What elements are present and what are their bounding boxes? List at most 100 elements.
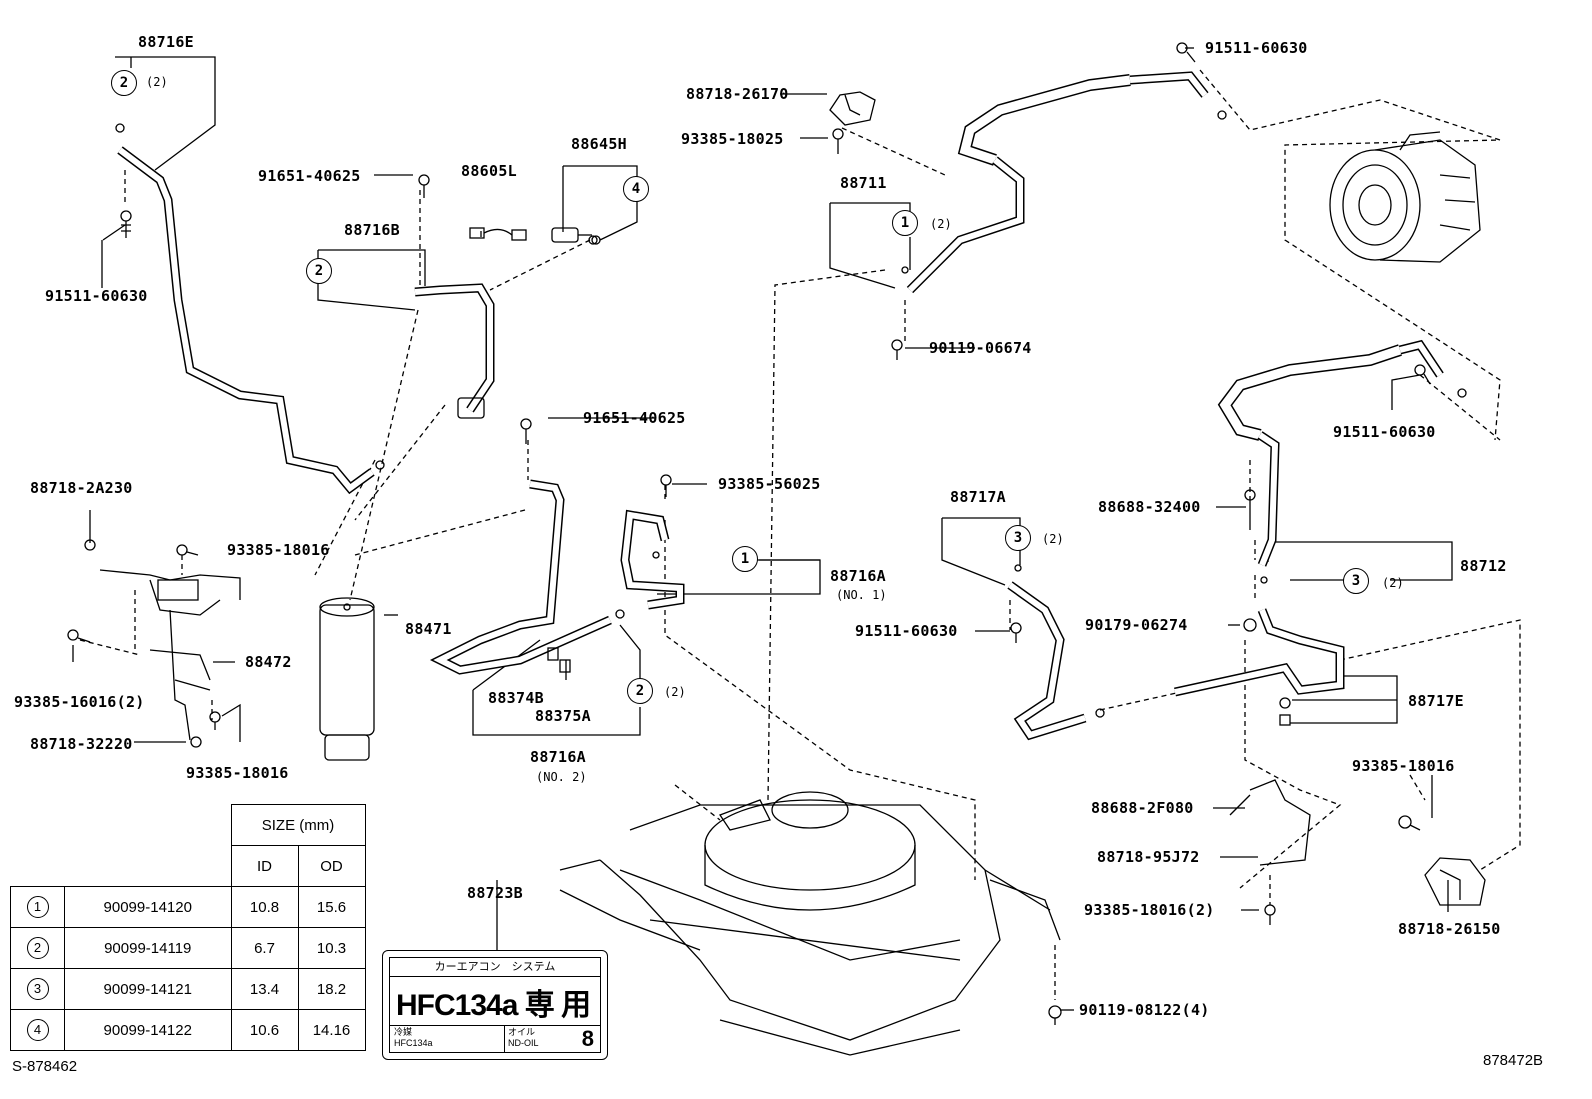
label-88723B: 88723B <box>467 884 523 902</box>
ref-4: 4 <box>26 1019 49 1041</box>
oil-value: ND-OIL <box>508 1038 539 1048</box>
col-od: OD <box>297 845 366 887</box>
part-no: 90099-14121 <box>64 968 232 1010</box>
label-88374B: 88374B <box>488 689 544 707</box>
label-88716A-2: 88716A <box>530 748 586 766</box>
diagram-code-right: 878472B <box>1483 1052 1544 1069</box>
label-90179-06274: 90179-06274 <box>1085 616 1188 634</box>
ref-2: 2 <box>26 937 49 959</box>
label-93385-18025: 93385-18025 <box>681 130 784 148</box>
ref-1: 1 <box>26 896 49 918</box>
label-88645H: 88645H <box>571 135 627 153</box>
label-93385-56025: 93385-56025 <box>718 475 821 493</box>
callout-2b: 2 <box>306 258 332 284</box>
refrigerant-info: 冷媒 HFC134a <box>394 1027 433 1049</box>
label-91511-60630-d: 91511-60630 <box>855 622 958 640</box>
id-value: 13.4 <box>230 968 299 1010</box>
id-value: 10.8 <box>230 886 299 928</box>
label-88716B: 88716B <box>344 221 400 239</box>
label-88718-2A230: 88718-2A230 <box>30 479 133 497</box>
pipe-88712 <box>1217 339 1444 567</box>
oil-number: 8 <box>581 1026 594 1051</box>
callout-3b: 3 <box>1343 568 1369 594</box>
clamp-88718-26150 <box>1424 857 1486 906</box>
callout-1: 1 <box>892 210 918 236</box>
label-90119-08122: 90119-08122(4) <box>1079 1001 1210 1019</box>
id-value: 6.7 <box>230 927 299 969</box>
part-no: 90099-14119 <box>64 927 232 969</box>
refrigerant-label-plate: カーエアコン システム HFC134a 専 用 冷媒 HFC134a オイル N… <box>382 950 608 1060</box>
table-row: 1 90099-14120 10.8 15.6 <box>10 886 366 928</box>
sensor-88645H <box>551 227 601 245</box>
table-row: 4 90099-14122 10.6 14.16 <box>10 1009 366 1051</box>
callout-3: 3 <box>1005 525 1031 551</box>
label-88471: 88471 <box>405 620 452 638</box>
label-88472: 88472 <box>245 653 292 671</box>
od-value: 15.6 <box>297 886 366 928</box>
plate-main-text: HFC134a 専 用 <box>396 989 591 1022</box>
label-93385-18016-a: 93385-18016 <box>227 541 330 559</box>
label-91651-40625-a: 91651-40625 <box>258 167 361 185</box>
pipe-88716A-1 <box>620 509 685 610</box>
diagram-code-left: S-878462 <box>12 1058 78 1075</box>
label-88718-26170: 88718-26170 <box>686 85 789 103</box>
od-value: 14.16 <box>297 1009 366 1051</box>
od-value: 10.3 <box>297 927 366 969</box>
label-93385-18016-2: 93385-18016(2) <box>1084 901 1215 919</box>
plate-divider <box>504 1026 505 1052</box>
refrigerant-label: 冷媒 <box>394 1027 413 1037</box>
label-93385-18016-b: 93385-18016 <box>186 764 289 782</box>
oring-size-table: SIZE (mm) ID OD 1 90099-14120 10.8 15.6 … <box>10 804 366 1051</box>
bolts <box>67 42 1467 1025</box>
pipe-88717E <box>1174 608 1345 697</box>
label-88717A: 88717A <box>950 488 1006 506</box>
pipe-88716A-2 <box>429 479 612 675</box>
table-row: 3 90099-14121 13.4 18.2 <box>10 968 366 1010</box>
receiver-drier-88471 <box>319 597 375 761</box>
label-91651-40625-b: 91651-40625 <box>583 409 686 427</box>
col-id: ID <box>230 845 299 887</box>
od-value: 18.2 <box>297 968 366 1010</box>
label-93385-18016-c: 93385-18016 <box>1352 757 1455 775</box>
label-88688-32400: 88688-32400 <box>1098 498 1201 516</box>
oil-info: オイル ND-OIL <box>508 1027 539 1049</box>
label-90119-06674: 90119-06674 <box>929 339 1032 357</box>
label-88711: 88711 <box>840 174 887 192</box>
pipe-88717A <box>1007 581 1087 741</box>
label-88717E: 88717E <box>1408 692 1464 710</box>
assembly-dashes <box>79 69 1521 1000</box>
pipe-88716B <box>414 283 495 413</box>
callout-1b: 1 <box>732 546 758 572</box>
label-88716E: 88716E <box>138 33 194 51</box>
label-88718-32220: 88718-32220 <box>30 735 133 753</box>
plate-footer: 冷媒 HFC134a オイル ND-OIL 8 <box>390 1025 600 1052</box>
valve-88374B <box>547 647 571 673</box>
label-88688-2F080: 88688-2F080 <box>1091 799 1194 817</box>
harness-88605L <box>469 227 527 241</box>
compressor <box>1329 131 1481 263</box>
callout-4: 4 <box>623 176 649 202</box>
label-91511-60630-c: 91511-60630 <box>1333 423 1436 441</box>
bracket-88472 <box>99 569 241 741</box>
bracket-88718-95J72 <box>1229 779 1311 866</box>
qty-note: (2) <box>930 217 952 231</box>
callout-2c: 2 <box>627 678 653 704</box>
qty-note: (2) <box>1382 576 1404 590</box>
qty-note: (2) <box>664 685 686 699</box>
callout-2: 2 <box>111 70 137 96</box>
label-91511-60630-a: 91511-60630 <box>45 287 148 305</box>
size-header: SIZE (mm) <box>230 804 366 846</box>
clamp-88718-26170 <box>829 91 876 126</box>
label-91511-60630-b: 91511-60630 <box>1205 39 1308 57</box>
ref-3: 3 <box>26 978 49 1000</box>
label-88716A-1: 88716A <box>830 567 886 585</box>
part-no: 90099-14120 <box>64 886 232 928</box>
id-value: 10.6 <box>230 1009 299 1051</box>
label-no1: (NO. 1) <box>836 588 887 602</box>
label-88718-26150: 88718-26150 <box>1398 920 1501 938</box>
qty-note: (2) <box>1042 532 1064 546</box>
refrigerant-value: HFC134a <box>394 1038 433 1048</box>
label-93385-16016: 93385-16016(2) <box>14 693 145 711</box>
oil-label: オイル <box>508 1027 536 1037</box>
